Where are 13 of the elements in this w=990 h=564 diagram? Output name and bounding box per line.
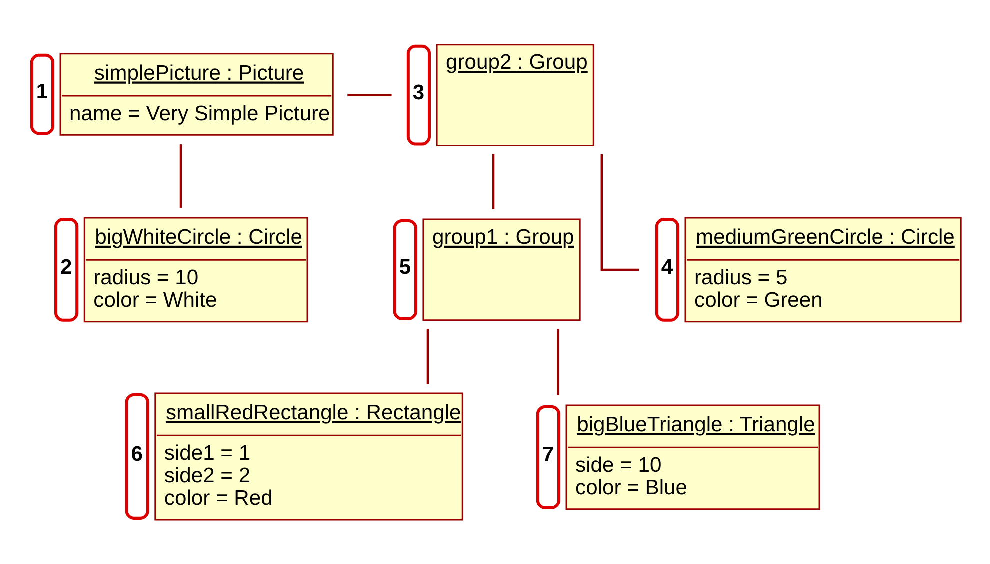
connector bbox=[426, 329, 430, 384]
node-label: 3 bbox=[412, 81, 425, 104]
connector bbox=[180, 144, 182, 208]
connector bbox=[600, 154, 640, 272]
connector bbox=[557, 329, 560, 396]
node-label: 7 bbox=[542, 444, 554, 467]
connector bbox=[348, 94, 392, 96]
node-label: 1 bbox=[36, 80, 48, 104]
node-label: 2 bbox=[60, 256, 72, 280]
connector bbox=[492, 154, 495, 210]
node-label: 5 bbox=[399, 256, 412, 280]
node-label: 4 bbox=[661, 256, 674, 280]
node-label: 6 bbox=[131, 442, 144, 466]
